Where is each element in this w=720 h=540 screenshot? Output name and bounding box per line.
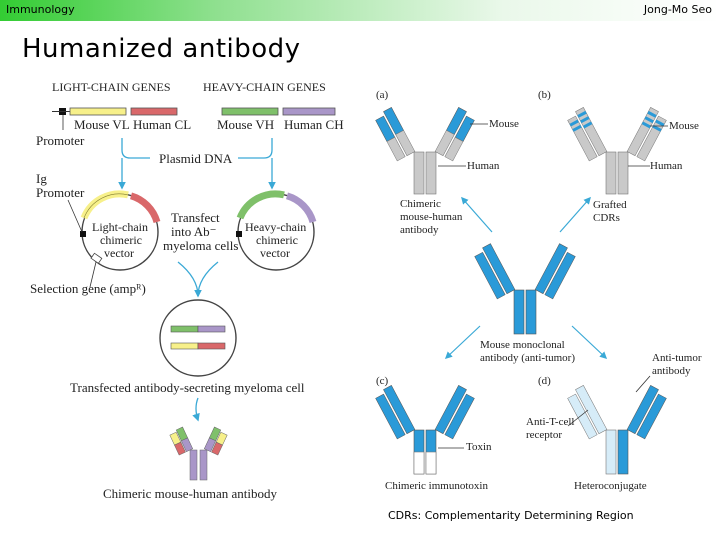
transfect-label-2: into Ab⁻	[171, 224, 217, 239]
mouse-vl-bar	[69, 107, 127, 116]
ig-promoter-label: Promoter	[36, 185, 85, 200]
panel-b-label: (b)	[538, 89, 551, 101]
d-anti-t-label: Anti-T-cell	[526, 416, 575, 428]
selection-gene-label: Selection gene (ampᴿ)	[30, 281, 146, 296]
human-ch-label: Human CH	[284, 117, 344, 132]
arrow-merge	[177, 261, 199, 297]
page-title: Humanized antibody	[22, 34, 301, 64]
promoter-label: Promoter	[36, 133, 85, 148]
d-anti-tumor-label-1: Anti-tumor	[652, 352, 702, 364]
arrow-to-b	[559, 196, 591, 233]
human-cl-bar	[130, 107, 178, 116]
arrow-to-chimeric-antibody	[192, 397, 200, 422]
d-caption: Heteroconjugate	[574, 480, 647, 492]
transfect-label-3: myeloma cells	[163, 238, 239, 253]
arrow-to-d	[571, 325, 608, 359]
light-vector-label-3: vector	[104, 246, 134, 260]
author-name: Jong-Mo Seo	[643, 3, 712, 16]
antibody-b	[567, 107, 668, 195]
c-toxin-label: Toxin	[466, 441, 492, 453]
a-human-label: Human	[467, 160, 500, 172]
light-vector-label-1: Light-chain	[92, 220, 148, 234]
b-human-label: Human	[650, 160, 683, 172]
b-caption-1: Grafted	[593, 199, 627, 211]
light-chain-genes-label: LIGHT-CHAIN GENES	[52, 80, 171, 94]
transfect-label-1: Transfect	[171, 210, 220, 225]
a-caption-3: antibody	[400, 224, 439, 236]
b-mouse-label: Mouse	[669, 120, 699, 132]
center-caption-1: Mouse monoclonal	[480, 339, 565, 351]
mouse-vl-label: Mouse VL	[74, 117, 130, 132]
human-ch-bar	[282, 107, 336, 116]
a-caption-2: mouse-human	[400, 211, 463, 223]
heavy-vector-label-2: chimeric	[256, 233, 298, 247]
transfected-cell-label: Transfected antibody-secreting myeloma c…	[70, 380, 305, 395]
mouse-vh-label: Mouse VH	[217, 117, 275, 132]
myeloma-cell	[159, 299, 237, 377]
header-bar: Immunology Jong-Mo Seo	[0, 0, 720, 21]
heavy-chain-vector	[236, 190, 317, 271]
arrow-to-c	[444, 325, 481, 359]
ig-label: Ig	[36, 171, 47, 186]
course-name: Immunology	[6, 3, 75, 16]
antibody-c	[375, 385, 475, 475]
heavy-vector-label-3: vector	[260, 246, 290, 260]
footer-note: CDRs: Complementarity Determining Region	[388, 509, 634, 522]
antibody-d	[567, 375, 667, 475]
mouse-vh-bar	[221, 107, 279, 116]
center-caption-2: antibody (anti-tumor)	[480, 352, 576, 364]
antibody-center	[474, 243, 576, 335]
d-anti-tumor-label-2: antibody	[652, 365, 691, 377]
a-mouse-label: Mouse	[489, 118, 519, 130]
arrow-to-light-vector	[121, 138, 150, 159]
arrow-to-heavy-vector	[238, 138, 273, 159]
human-cl-label: Human CL	[133, 117, 192, 132]
panel-a-label: (a)	[376, 89, 389, 101]
c-caption: Chimeric immunotoxin	[385, 480, 488, 492]
heavy-vector-label-1: Heavy-chain	[245, 220, 307, 234]
d-receptor-label: receptor	[526, 429, 563, 441]
antibody-a	[375, 107, 488, 195]
plasmid-dna-label: Plasmid DNA	[159, 151, 233, 166]
chimeric-antibody-label: Chimeric mouse-human antibody	[103, 486, 278, 501]
arrow-to-a	[461, 196, 493, 233]
chimeric-antibody-small	[169, 426, 228, 481]
a-caption-1: Chimeric	[400, 198, 441, 210]
b-caption-2: CDRs	[593, 212, 620, 224]
panel-c-label: (c)	[376, 375, 389, 387]
light-vector-label-2: chimeric	[100, 233, 142, 247]
panel-d-label: (d)	[538, 375, 551, 387]
heavy-chain-genes-label: HEAVY-CHAIN GENES	[203, 80, 326, 94]
